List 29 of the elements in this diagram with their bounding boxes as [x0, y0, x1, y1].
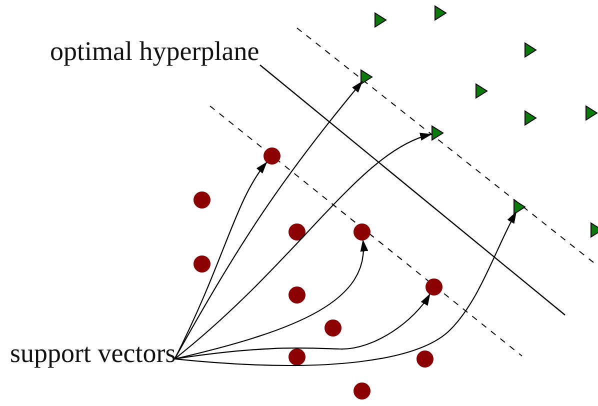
data-point: [288, 224, 306, 240]
data-point: [324, 320, 342, 336]
data-point: [524, 42, 537, 58]
support-vector-point: [426, 278, 442, 296]
data-point: [476, 83, 488, 99]
line-label: optimal hyperplane: [50, 38, 260, 65]
data-point: [374, 12, 387, 28]
arrow: [174, 80, 363, 360]
arrow: [174, 294, 430, 360]
data-point: [354, 382, 370, 400]
arrow: [174, 162, 268, 360]
data-point: [288, 348, 306, 366]
support-vector-point: [264, 148, 280, 164]
annotation-text: support vectors: [10, 340, 176, 367]
support-vector-point: [514, 199, 526, 215]
data-point: [524, 110, 537, 126]
support-vector-point: [354, 224, 370, 240]
data-point: [590, 222, 598, 238]
arrow: [174, 211, 517, 366]
data-point: [194, 256, 210, 272]
arrow: [174, 239, 368, 360]
data-point: [416, 350, 434, 368]
support-vector-point: [360, 69, 373, 85]
support-vector-point: [432, 125, 444, 141]
arrow: [174, 134, 432, 360]
data-point: [194, 192, 210, 208]
data-point: [586, 105, 598, 121]
data-point: [288, 286, 306, 304]
data-point: [434, 5, 447, 21]
